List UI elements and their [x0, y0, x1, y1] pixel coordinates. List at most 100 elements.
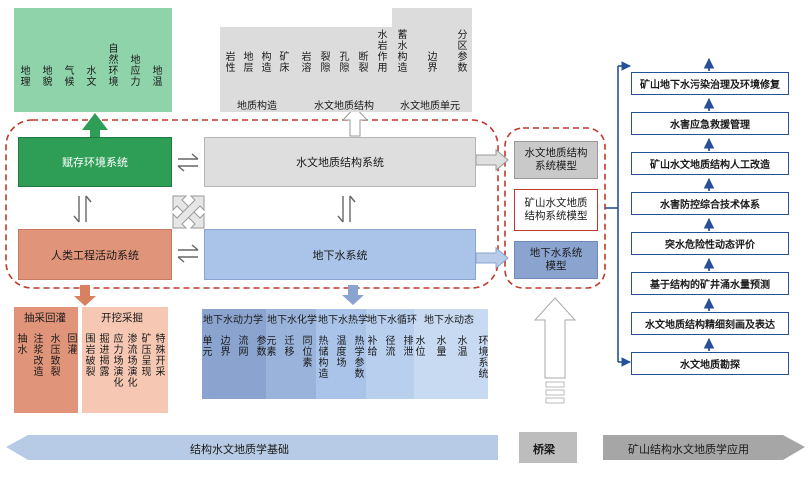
occurrence-system-box: 赋存环境系统 [18, 137, 172, 187]
hydro-elements-panel [220, 27, 472, 112]
cross-arrows [172, 195, 205, 229]
gw-item: 径流 [385, 336, 396, 358]
gw-item: 同位素 [302, 336, 313, 369]
bridge-up-arrow [533, 297, 577, 379]
geo-structure-label: 地质构造 [237, 101, 277, 112]
excavation-item: 围岩破裂 [85, 334, 96, 378]
gw-regime-panel [414, 309, 488, 399]
green-up-arrow [82, 113, 108, 140]
factor-label: 地貌 [42, 66, 53, 88]
mine-model-box: 矿山水文地质结构系统模型 [514, 189, 598, 231]
groundwater-system-label: 地下水系统 [312, 248, 368, 262]
factor-label: 地应力 [130, 55, 141, 88]
hydro-struct-item: 孔隙 [339, 52, 350, 74]
drain-item: 抽水 [17, 334, 28, 356]
hydro-unit-item: 蓄水构造 [397, 30, 408, 74]
geo-item: 地层 [243, 52, 254, 74]
gw-item: 流网 [238, 336, 249, 358]
hydro-structure-system-label: 水文地质结构系统 [296, 156, 384, 169]
gw-model-label: 地下水系统模型 [529, 247, 583, 272]
salmon-down-arrow [74, 285, 96, 306]
gw-item: 元素 [266, 336, 277, 358]
factor-label: 气候 [64, 66, 75, 88]
hydro-unit-item: 边界 [427, 52, 438, 74]
gw-group-label: 地下水动态 [424, 315, 474, 326]
gw-group-label: 地下水热学 [318, 315, 368, 326]
app-step-2: 水文地质结构精细刻画及表达 [631, 312, 789, 335]
gw-item: 水位 [415, 336, 426, 358]
hydro-structure-system-box: 水文地质结构系统 [204, 137, 476, 187]
gw-dynamics-panel [202, 309, 266, 399]
bridge-box [519, 432, 577, 463]
blue-down-arrow [342, 285, 364, 305]
excavation-item: 应力场演化 [113, 334, 124, 389]
groundwater-system-box: 地下水系统 [204, 229, 476, 280]
occurrence-factors-panel [14, 8, 172, 112]
hydro-structure-label: 水文地质结构 [314, 101, 374, 112]
gw-group-label: 地下水动力学 [203, 315, 263, 326]
app-step-8: 矿山地下水污染治理及环境修复 [631, 72, 789, 95]
gw-item: 环境系统 [478, 336, 489, 380]
geo-item: 构造 [261, 52, 272, 74]
hydro-unit-panel-extension [392, 8, 472, 30]
drain-item: 水压致裂 [50, 334, 61, 378]
double-arrow-top [177, 153, 199, 172]
excavation-item: 掘进揭露 [99, 334, 110, 378]
factor-label: 水文 [86, 66, 97, 88]
hydro-struct-item: 裂隙 [320, 52, 331, 74]
hydro-struct-item: 岩溶 [301, 52, 312, 74]
application-banner [603, 435, 805, 460]
hydro-model-label: 水文地质结构系统模型 [524, 147, 588, 172]
geo-item: 岩性 [225, 52, 236, 74]
gw-chemistry-panel [266, 309, 316, 399]
factor-label: 自然环境 [108, 44, 119, 88]
app-step-6: 矿山水文地质结构人工改造 [631, 152, 789, 175]
drain-item: 回灌 [67, 334, 78, 356]
gw-cycle-panel [366, 309, 414, 399]
app-step-4: 突水危险性动态评价 [631, 232, 789, 255]
geo-item: 矿床 [279, 52, 290, 74]
double-arrow-left [73, 195, 92, 223]
foundation-banner [6, 435, 498, 460]
excavation-item: 矿压呈现 [141, 334, 152, 378]
arrow-to-hydro-model [475, 148, 509, 172]
gw-item: 边界 [220, 336, 231, 358]
hydro-model-box: 水文地质结构系统模型 [514, 141, 598, 179]
gw-item: 温度场 [336, 336, 347, 369]
app-step-7: 水害应急救援管理 [631, 112, 789, 135]
gw-item: 单元 [202, 336, 213, 358]
app-step-3: 基于结构的矿井涌水量预测 [631, 272, 789, 295]
gw-thermal-panel [316, 309, 366, 399]
drain-title: 抽采回灌 [24, 312, 66, 324]
gw-item: 热学参数 [354, 336, 365, 380]
gw-item: 水温 [457, 336, 468, 358]
hydro-struct-item: 断裂 [358, 52, 369, 74]
double-arrow-right [337, 195, 356, 223]
occurrence-system-label: 赋存环境系统 [62, 156, 128, 169]
excavation-panel [82, 307, 168, 413]
factor-label: 地温 [152, 66, 163, 88]
mine-model-label: 矿山水文地质结构系统模型 [524, 197, 588, 222]
excavation-title: 开挖采掘 [101, 312, 143, 324]
app-step-5: 水害防控综合技术体系 [631, 192, 789, 215]
hydro-struct-item: 水岩作用 [377, 30, 388, 74]
excavation-item: 渗流场演化 [127, 334, 138, 389]
four-systems-enclosure [5, 119, 499, 289]
double-arrow-bottom [177, 244, 199, 263]
human-activity-system-box: 人类工程活动系统 [18, 229, 172, 280]
drain-panel [14, 307, 78, 413]
gw-model-box: 地下水系统模型 [514, 241, 598, 279]
arrow-to-gw-model [475, 246, 509, 270]
gw-item: 补给 [367, 336, 378, 358]
bridge-label: 桥梁 [533, 443, 555, 456]
gw-item: 排泄 [403, 336, 414, 358]
hydro-unit-item: 分区参数 [457, 30, 468, 74]
gw-group-label: 地下水化学 [267, 315, 317, 326]
model-to-apps-connector [605, 61, 631, 367]
gw-item: 参数 [256, 336, 267, 358]
hydro-unit-label: 水文地质单元 [400, 101, 460, 112]
foundation-banner-label: 结构水文地质学基础 [190, 443, 289, 456]
excavation-item: 特殊开采 [155, 334, 166, 378]
drain-item: 注浆改造 [33, 334, 44, 378]
gw-item: 热储构造 [318, 336, 329, 380]
